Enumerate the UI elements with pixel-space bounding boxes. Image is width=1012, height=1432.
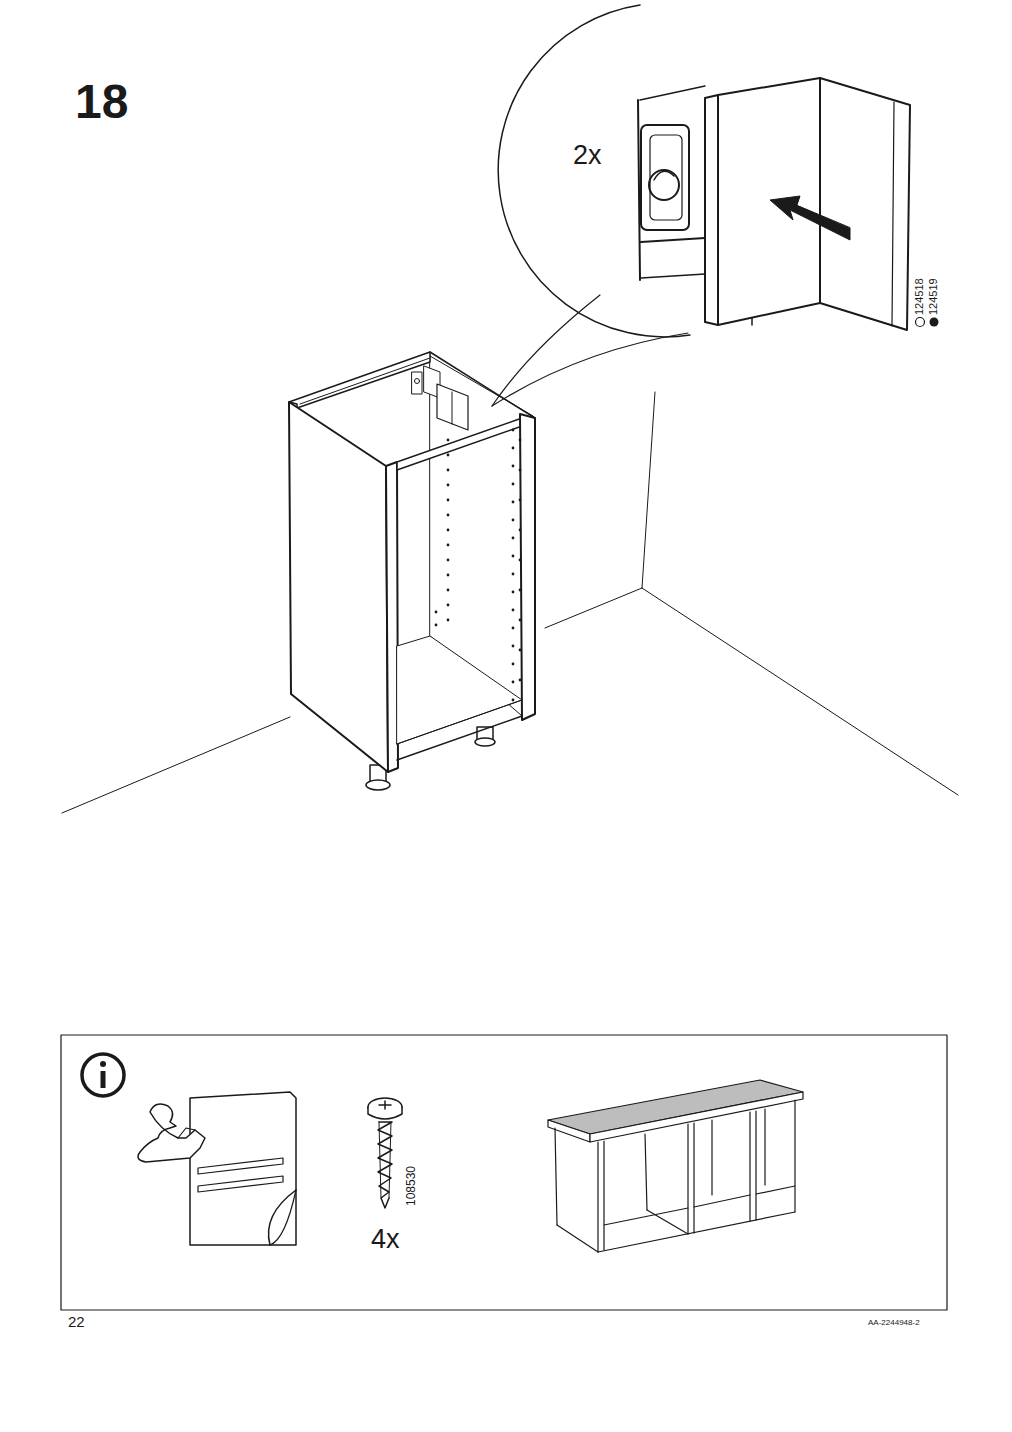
quantity: 4x bbox=[371, 1226, 400, 1253]
detail-callout bbox=[492, 5, 939, 406]
cabinet-frame bbox=[289, 352, 535, 790]
info-box bbox=[61, 1035, 947, 1310]
part-number: 108530 bbox=[405, 1166, 417, 1206]
shelf-holes bbox=[435, 429, 522, 702]
document-code: AA-2244948-2 bbox=[868, 1319, 920, 1327]
quantity: 2x bbox=[573, 142, 602, 169]
part-number: 124519 bbox=[928, 278, 939, 315]
part-number: 124518 bbox=[914, 278, 925, 315]
page-number: 22 bbox=[68, 1314, 85, 1329]
step-number: 18 bbox=[75, 78, 128, 126]
